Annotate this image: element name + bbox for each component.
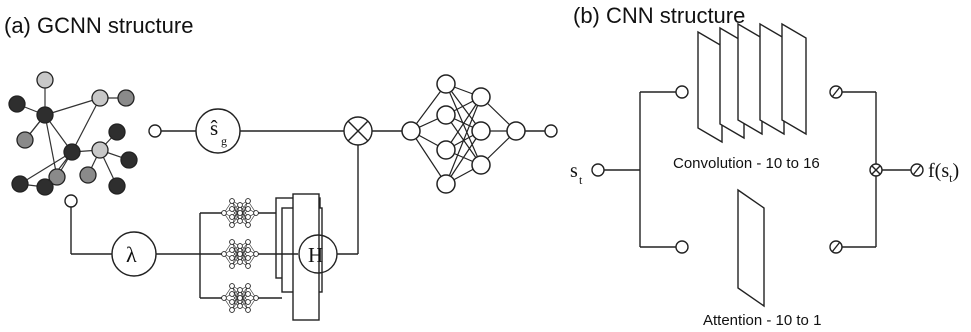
- network-neuron: [229, 239, 235, 245]
- graph-node: [16, 131, 34, 149]
- cnn-output-port: [910, 163, 924, 177]
- conv-label: Convolution - 10 to 16: [673, 155, 820, 172]
- network-neuron: [245, 214, 251, 220]
- tiny-network-3: [221, 283, 259, 313]
- network-neuron: [245, 307, 251, 313]
- graph-node: [48, 168, 66, 186]
- network-neuron: [436, 174, 456, 194]
- network-neuron: [253, 251, 259, 257]
- attn-label: Attention - 10 to 1: [703, 312, 821, 329]
- network-neuron: [229, 299, 235, 305]
- output-network: [401, 74, 545, 194]
- network-neuron: [436, 140, 456, 160]
- network-neuron: [229, 283, 235, 289]
- network-neuron: [245, 222, 251, 228]
- network-neuron: [436, 74, 456, 94]
- tiny-network-2: [221, 239, 259, 269]
- graph-node: [120, 151, 138, 169]
- network-neuron: [237, 202, 243, 208]
- output-network-layers: [401, 74, 526, 194]
- input-subscript: t: [579, 173, 583, 187]
- graph-node: [8, 95, 26, 113]
- network-neuron: [245, 198, 251, 204]
- network-neuron: [229, 255, 235, 261]
- network-neuron: [237, 243, 243, 249]
- network-neuron: [245, 206, 251, 212]
- network-neuron: [245, 247, 251, 253]
- graph-node: [108, 177, 126, 195]
- network-neuron: [221, 295, 227, 301]
- graph-node: [63, 143, 81, 161]
- cnn-output: f(st): [829, 85, 959, 254]
- network-neuron: [245, 263, 251, 269]
- cnn-input-port: [591, 163, 605, 177]
- network-neuron: [229, 307, 235, 313]
- output-label: f(st): [928, 160, 959, 185]
- sg-label: ŝ: [210, 116, 218, 140]
- network-neuron: [253, 210, 259, 216]
- network-neuron: [229, 263, 235, 269]
- panel-a-title: (a) GCNN structure: [4, 13, 193, 38]
- graph-node: [36, 106, 54, 124]
- input-graph: [8, 71, 138, 196]
- sg-subscript: g: [221, 134, 227, 148]
- network-neuron: [229, 291, 235, 297]
- attention-layer: [737, 188, 765, 308]
- network-neuron: [229, 206, 235, 212]
- graph-node: [36, 71, 54, 89]
- conv-input-port: [675, 85, 689, 99]
- network-neuron: [237, 210, 243, 216]
- graph-node: [91, 89, 109, 107]
- network-neuron: [237, 259, 243, 265]
- graph-node: [36, 178, 54, 196]
- network-neuron: [229, 222, 235, 228]
- network-neuron: [436, 105, 456, 125]
- attn-input-port: [675, 240, 689, 254]
- network-neuron: [237, 251, 243, 257]
- graph-node: [11, 175, 29, 193]
- network-neuron: [229, 214, 235, 220]
- sg-path: ŝ g: [148, 108, 402, 154]
- tiny-network-1: [221, 198, 259, 228]
- network-neuron: [229, 247, 235, 253]
- network-neuron: [221, 251, 227, 257]
- network-neuron: [471, 121, 491, 141]
- network-neuron: [221, 210, 227, 216]
- network-neuron: [471, 87, 491, 107]
- tiny-nets: [221, 198, 259, 313]
- output-port: [544, 124, 558, 138]
- network-neuron: [245, 283, 251, 289]
- network-neuron: [229, 198, 235, 204]
- network-neuron: [237, 303, 243, 309]
- network-neuron: [245, 255, 251, 261]
- network-neuron: [401, 121, 421, 141]
- network-neuron: [245, 299, 251, 305]
- network-neuron: [506, 121, 526, 141]
- network-neuron: [237, 295, 243, 301]
- network-neuron: [253, 295, 259, 301]
- graph-node: [108, 123, 126, 141]
- input-port: [148, 124, 162, 138]
- network-neuron: [237, 287, 243, 293]
- network-neuron: [237, 218, 243, 224]
- graph-node: [91, 141, 109, 159]
- network-neuron: [471, 155, 491, 175]
- network-neuron: [245, 291, 251, 297]
- feature-panel: [292, 193, 320, 321]
- convolution-layers: [697, 22, 807, 144]
- h-label: H: [308, 243, 323, 267]
- network-neuron: [245, 239, 251, 245]
- graph-node: [117, 89, 135, 107]
- graph-node: [79, 166, 97, 184]
- input-label: s: [570, 160, 578, 182]
- lambda-label: λ: [126, 242, 137, 267]
- panel-b-title: (b) CNN structure: [573, 3, 745, 28]
- graph-output-port: [64, 194, 78, 208]
- lambda-path: λ H: [64, 145, 359, 321]
